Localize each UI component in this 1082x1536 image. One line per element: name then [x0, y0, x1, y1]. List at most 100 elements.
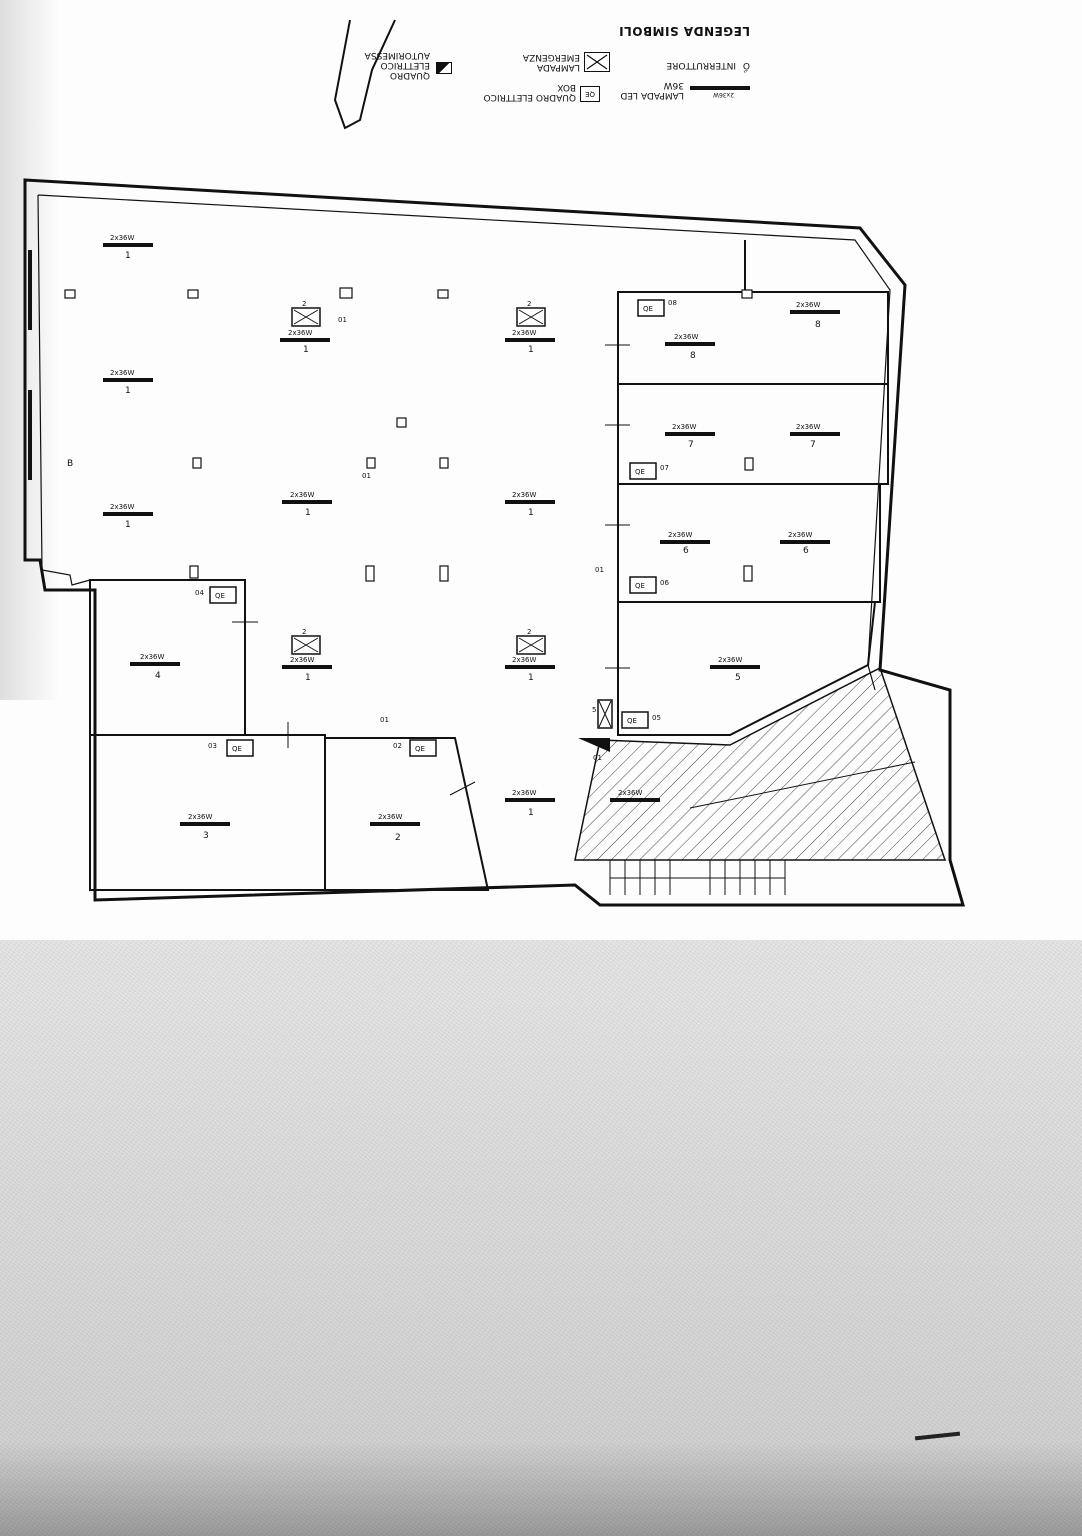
emergency-lamp-icon: 2 — [291, 628, 321, 655]
switch-label: 04 — [195, 589, 204, 597]
switch-label: 06 — [660, 579, 669, 587]
zone-number: 1 — [528, 345, 534, 355]
ramp-outline — [333, 19, 396, 130]
qe-panel-icon: QE — [637, 299, 665, 317]
lamp — [660, 540, 710, 544]
lamp-code: 2x36W — [378, 813, 403, 821]
emergency-lamp-number: 2 — [527, 300, 531, 308]
zone-number: 1 — [125, 386, 131, 396]
zone-number: 1 — [125, 251, 131, 261]
zone-number: 7 — [688, 440, 694, 450]
lamp — [130, 662, 180, 666]
lamp-code: 2x36W — [512, 656, 537, 664]
lamp — [282, 665, 332, 669]
zone-number: 1 — [305, 673, 311, 683]
lamp-code: 2x36W — [290, 491, 315, 499]
zone-number: 2 — [395, 833, 401, 843]
lamp — [790, 310, 840, 314]
emergency-lamp-icon: 2 — [291, 300, 321, 327]
lamp — [710, 665, 760, 669]
zone-number: 8 — [815, 320, 821, 330]
emergency-lamp-number: 5 — [592, 706, 596, 714]
box-2 — [324, 737, 490, 891]
zone-numbers: 1 1 1 1 1 1 1 1 1 1 2 3 4 5 6 6 7 7 8 8 … — [67, 251, 821, 843]
ramp-hatched-area — [574, 666, 947, 861]
zone-number: 4 — [155, 671, 161, 681]
light-points — [64, 287, 754, 582]
scan-noise-bottom — [0, 1440, 1082, 1536]
lamp-code: 2x36W — [110, 503, 135, 511]
qe-label: QE — [627, 717, 637, 725]
lamp-code: 2x36W — [796, 423, 821, 431]
zone-number: 6 — [683, 546, 689, 556]
qe-panel-icon: QE — [629, 576, 657, 594]
lamp — [280, 338, 330, 342]
qe-panel-icon: QE — [621, 711, 649, 729]
qe-label: QE — [215, 592, 225, 600]
zone-number: 1 — [528, 508, 534, 518]
emergency-lamp-icon — [584, 52, 610, 72]
switch-label: 01 — [380, 716, 389, 724]
zone-number: 3 — [203, 831, 209, 841]
stair-steps — [609, 860, 786, 895]
inner-wall-left — [37, 194, 91, 586]
switch-label: 03 — [208, 742, 217, 750]
emergency-lamp-icon: 2 — [516, 628, 546, 655]
zone-number: 1 — [305, 508, 311, 518]
qe-panel-icon: QE — [226, 739, 254, 757]
qe-panel-icon: QE — [409, 739, 437, 757]
lamp-code: 2x36W — [668, 531, 693, 539]
switch-label: 05 — [652, 714, 661, 722]
switch-label: 08 — [668, 299, 677, 307]
emergency-lamps: 2 2 2 2 5 — [291, 300, 613, 729]
switch-label: 01 — [362, 472, 371, 480]
lamp-code: 2x36W — [140, 653, 165, 661]
inner-wall — [37, 194, 891, 691]
zone-number: 6 — [803, 546, 809, 556]
switches: 08 07 06 05 04 03 02 01 01 01 01 01 — [195, 299, 677, 762]
lamp — [665, 432, 715, 436]
qe-panel-icon: QE — [209, 586, 237, 604]
lamp-code: 2x36W — [618, 789, 643, 797]
floor-plan: 2x36W 2x36W 2x36W 2x36W 2x36W 2x36W 2x36… — [23, 19, 965, 907]
qe-label: QE — [635, 468, 645, 476]
lamp-code: 2x36W — [288, 329, 313, 337]
lamp-code: 2x36W — [110, 234, 135, 242]
ramp-division — [689, 761, 916, 809]
lamp-code: 2x36W — [290, 656, 315, 664]
qe-panel-icon: QE — [629, 462, 657, 480]
lamp-code: 2x36W — [512, 789, 537, 797]
lamp — [180, 822, 230, 826]
lamp — [610, 798, 660, 802]
switch-label: 07 — [660, 464, 669, 472]
lamp — [780, 540, 830, 544]
zone-number: 8 — [690, 351, 696, 361]
lamp-code: 2x36W — [110, 369, 135, 377]
door-marks — [232, 344, 630, 796]
lamp — [505, 500, 555, 504]
box-6 — [617, 483, 881, 603]
switch-label: 02 — [393, 742, 402, 750]
emergency-lamp-icon: 2 — [516, 300, 546, 327]
legend: LEGENDA SIMBOLI ổ INTERRUTTORE 2x36W LAM… — [320, 15, 770, 150]
emergency-lamp-icon: 5 — [592, 699, 613, 729]
switch-label: 01 — [593, 754, 602, 762]
electrical-panels: QE QE QE QE QE QE QE — [209, 299, 665, 757]
lamp-code: 2x36W — [512, 329, 537, 337]
qe-label: QE — [415, 745, 425, 753]
zone-number: 1 — [303, 345, 309, 355]
emergency-lamp-number: 2 — [302, 628, 306, 636]
lamps — [103, 243, 840, 826]
lamp — [505, 665, 555, 669]
zone-number: 7 — [810, 440, 816, 450]
scan-noise-area — [0, 940, 1082, 1536]
lamp — [790, 432, 840, 436]
switch-label: 01 — [595, 566, 604, 574]
lamp-code: 2x36W — [674, 333, 699, 341]
lamp — [505, 798, 555, 802]
qe-label: QE — [635, 582, 645, 590]
lamp — [103, 243, 153, 247]
lamp-code: 2x36W — [512, 491, 537, 499]
garage-panel-icon — [578, 738, 610, 752]
